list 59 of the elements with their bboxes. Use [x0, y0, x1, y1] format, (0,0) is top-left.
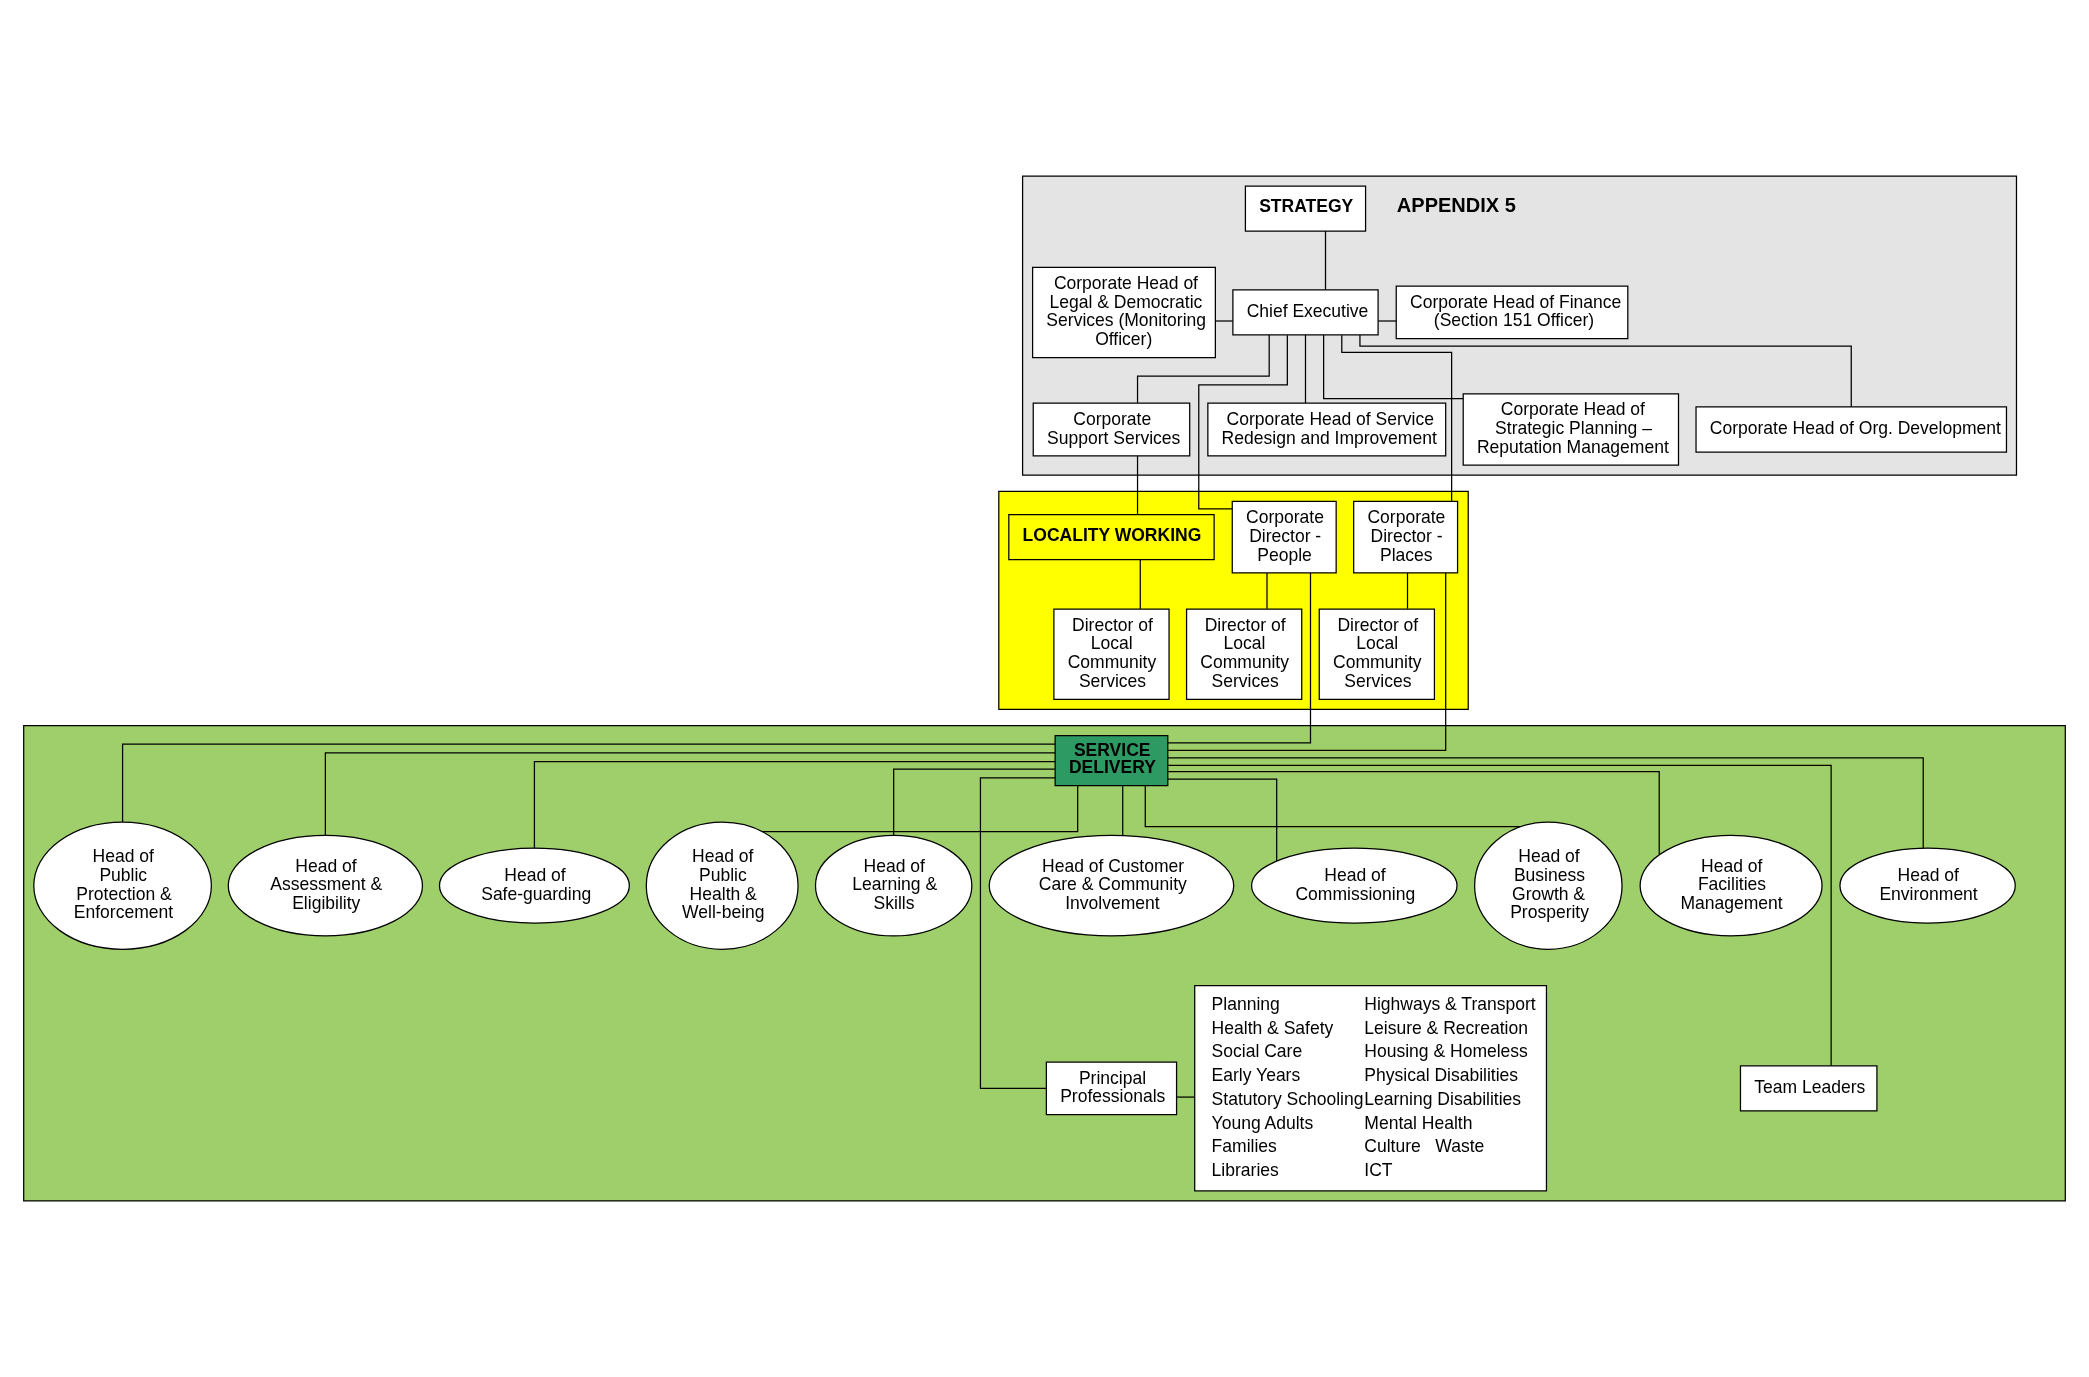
- connector: [1324, 230, 1327, 291]
- node-box: Director of Local Community Services: [1185, 608, 1303, 700]
- node-box: Corporate Head of Org. Development: [1695, 406, 2008, 453]
- node-box: Team Leaders: [1739, 1065, 1878, 1112]
- cluster: [23, 724, 2066, 1202]
- node-ellipse: Head of Commissioning: [1250, 847, 1458, 924]
- node-box: Corporate Head of Service Redesign and Improvement: [1207, 402, 1447, 457]
- node-box: Chief Executive: [1232, 289, 1379, 336]
- node-ellipse: Head of Business Growth & Prosperity: [1474, 821, 1623, 950]
- connector: [979, 777, 1056, 1089]
- node-ellipse: Head of Public Health & Well-being: [645, 821, 799, 950]
- connector: [1139, 559, 1141, 610]
- connector: [1304, 334, 1307, 404]
- connector: [1266, 572, 1268, 610]
- connector: [762, 785, 1079, 833]
- connector: [1176, 1096, 1196, 1098]
- node-ellipse: Head of Customer Care & Community Involvement: [988, 834, 1235, 937]
- connector: [1377, 320, 1397, 322]
- node-box: Corporate Director - People: [1231, 500, 1337, 574]
- connector: [1136, 455, 1139, 516]
- node-box: Director of Local Community Services: [1318, 608, 1436, 700]
- connector: [121, 743, 1056, 823]
- node-ellipse: Head of Learning & Skills: [814, 834, 973, 937]
- connector: [1359, 334, 1852, 408]
- node-box: Planning Highways & Transport Health & Safety Leisure & Recreation Social Care Housing & Homeless Early Years Physical Disabilities Statutory SchoolingLearning Disabilities Young Adults Mental Health Families Culture Waste Libraries ICT: [1194, 985, 1548, 1192]
- node-ellipse: Head of Environment: [1839, 847, 2016, 924]
- connector: [1406, 572, 1409, 610]
- connector: [324, 752, 1056, 836]
- connector: [533, 761, 1056, 850]
- connector: [893, 768, 1056, 836]
- node-ellipse: Head of Facilities Management: [1639, 834, 1823, 937]
- connector: [1167, 771, 1660, 856]
- node-box: Corporate Head of Legal & Democratic Services (Monitoring Officer): [1032, 266, 1216, 359]
- node-ellipse: Head of Public Protection & Enforcement: [33, 821, 212, 950]
- connector: [1144, 785, 1521, 828]
- node-box: SERVICE DELIVERY: [1054, 734, 1169, 787]
- node-box: STRATEGY: [1244, 185, 1367, 232]
- cluster: [998, 490, 1469, 710]
- connector: [1167, 764, 1832, 1067]
- connector: [1167, 778, 1278, 862]
- node-box: Principal Professionals: [1045, 1061, 1178, 1116]
- cluster: [1021, 175, 2018, 476]
- node-box: Corporate Support Services: [1032, 402, 1191, 457]
- node-ellipse: Head of Assessment & Eligibility: [227, 834, 424, 937]
- node-box: Corporate Director - Places: [1353, 500, 1459, 574]
- node-box: LOCALITY WORKING: [1008, 514, 1215, 561]
- connector: [1167, 572, 1447, 751]
- connector: [1167, 572, 1312, 744]
- connector: [1323, 334, 1464, 400]
- node-ellipse: Head of Safe-guarding: [438, 847, 630, 924]
- connector: [1136, 334, 1270, 404]
- node-box: Corporate Head of Strategic Planning – Reputation Management: [1462, 393, 1680, 466]
- connector: [1215, 320, 1234, 322]
- node-box: Corporate Head of Finance (Section 151 Officer): [1395, 285, 1629, 340]
- connector: [1167, 757, 1924, 849]
- connector: [1341, 334, 1453, 502]
- connector: [1122, 785, 1124, 836]
- label: APPENDIX 5: [1396, 194, 1516, 217]
- node-box: Director of Local Community Services: [1053, 608, 1170, 700]
